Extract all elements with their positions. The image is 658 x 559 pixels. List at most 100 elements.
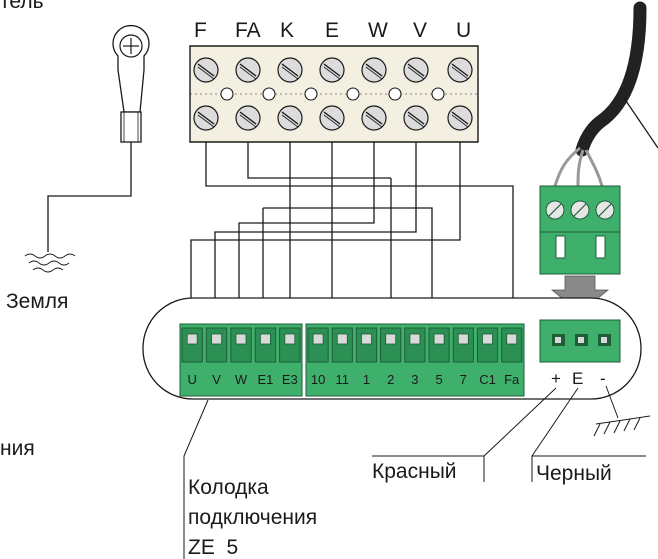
connector-c bbox=[539, 319, 621, 363]
screw-slot bbox=[451, 63, 469, 77]
connector-pin-label: V bbox=[212, 372, 221, 387]
connector-pin-label: C1 bbox=[479, 372, 496, 387]
connector-pin bbox=[307, 327, 329, 363]
screw-slot bbox=[365, 111, 383, 125]
terminal-label: V bbox=[413, 19, 427, 42]
terminal-label: F bbox=[194, 19, 207, 42]
connector-pin bbox=[380, 327, 402, 363]
connector-pin-window bbox=[284, 333, 296, 345]
ground-label: Земля bbox=[6, 290, 68, 313]
connector-pin-window bbox=[186, 333, 198, 345]
mounting-hole-icon bbox=[262, 87, 276, 101]
board-label-line-2: подключения bbox=[188, 506, 317, 529]
connector-pin-window bbox=[457, 333, 469, 345]
connector-c-label: + bbox=[551, 369, 561, 388]
screw-slot bbox=[323, 111, 341, 125]
screw-slot bbox=[451, 114, 469, 128]
screw-slot bbox=[365, 66, 383, 80]
screw-slot bbox=[197, 111, 215, 125]
connector-pin bbox=[181, 327, 203, 363]
screw-slot bbox=[197, 66, 215, 80]
wire-black-label: Черный bbox=[536, 462, 612, 485]
mounting-hole-icon bbox=[304, 87, 318, 101]
screw-slot bbox=[323, 63, 341, 77]
connector-c-labels: + E - bbox=[551, 369, 606, 388]
screw-slot bbox=[197, 114, 215, 128]
terminal-label: FA bbox=[235, 19, 261, 42]
connector-c-label: - bbox=[600, 369, 606, 388]
connector-pin-window bbox=[336, 333, 348, 345]
screw-slot bbox=[323, 66, 341, 80]
screw-slot bbox=[239, 66, 257, 80]
screw-slot bbox=[451, 111, 469, 125]
wire-bundle bbox=[190, 142, 514, 325]
mounting-hole-icon bbox=[431, 87, 445, 101]
top-partial-label: тель bbox=[0, 0, 44, 13]
screw-slot bbox=[239, 111, 257, 125]
connector-pin-window bbox=[361, 333, 372, 345]
connector-pin-label: 11 bbox=[336, 372, 350, 387]
terminal-label: U bbox=[456, 19, 471, 42]
connector-pin-window bbox=[506, 333, 518, 345]
connector-pin-label: 7 bbox=[460, 372, 467, 387]
terminal-label: K bbox=[280, 19, 294, 42]
connector-pin-label: Fa bbox=[504, 372, 520, 387]
chassis-ground-icon bbox=[593, 385, 651, 437]
screw-slot bbox=[239, 63, 257, 77]
connector-pin-label: W bbox=[235, 372, 248, 387]
wire-red-label: Красный bbox=[372, 460, 457, 483]
board-label-line-3: ZE 5 bbox=[188, 536, 238, 559]
screw-slot bbox=[281, 111, 299, 125]
connector-pin bbox=[476, 327, 499, 363]
leader-board bbox=[183, 399, 209, 559]
screw-slot bbox=[407, 114, 425, 128]
terminal-block bbox=[189, 45, 479, 143]
terminal-label: W bbox=[368, 19, 388, 42]
connector-pin bbox=[230, 327, 252, 363]
screw-slot bbox=[451, 66, 469, 80]
cable-connector bbox=[539, 185, 621, 275]
ground-symbol-icon bbox=[24, 253, 76, 273]
connector-pin-window bbox=[433, 333, 445, 345]
connector-pin-window bbox=[482, 333, 493, 345]
connector-pin-window bbox=[312, 333, 324, 345]
leader-red bbox=[372, 387, 557, 482]
screw-slot bbox=[281, 66, 299, 80]
leader-black bbox=[531, 387, 646, 482]
connector-pin-label: 3 bbox=[411, 372, 418, 387]
connector-pin-label: 2 bbox=[387, 372, 394, 387]
connector-pin-label: E3 bbox=[282, 372, 298, 387]
connector-pin-label: 10 bbox=[311, 372, 325, 387]
connector-a bbox=[179, 323, 303, 397]
screw-slot bbox=[365, 114, 383, 128]
connector-pin-window bbox=[409, 333, 421, 345]
connector-pin-window bbox=[211, 333, 223, 345]
connector-pin-window bbox=[385, 333, 397, 345]
mounting-hole-icon bbox=[388, 87, 402, 101]
screw-slot bbox=[365, 63, 383, 77]
connector-pin-window bbox=[235, 333, 247, 345]
screw-slot bbox=[281, 114, 299, 128]
board-label-line-1: Колодка bbox=[188, 476, 269, 499]
screw-slot bbox=[407, 63, 425, 77]
terminal-label: E bbox=[325, 19, 339, 42]
screw-slot bbox=[197, 63, 215, 77]
connector-pin bbox=[355, 327, 378, 363]
connector-pin-label: 5 bbox=[435, 372, 442, 387]
screw-slot bbox=[407, 66, 425, 80]
connector-pin bbox=[404, 327, 426, 363]
connector-pin bbox=[254, 327, 277, 363]
connector-pin-window bbox=[259, 333, 271, 345]
mounting-hole-icon bbox=[346, 87, 360, 101]
screw-slot bbox=[281, 63, 299, 77]
terminal-block-labels: F FA K E W V U bbox=[194, 19, 471, 42]
mounting-hole-icon bbox=[220, 87, 234, 101]
screw-slot bbox=[323, 114, 341, 128]
cable-icon bbox=[553, 1, 658, 187]
connector-pin bbox=[331, 327, 353, 363]
ground-lug-icon bbox=[47, 24, 150, 252]
connector-pin-label: 1 bbox=[363, 372, 370, 387]
